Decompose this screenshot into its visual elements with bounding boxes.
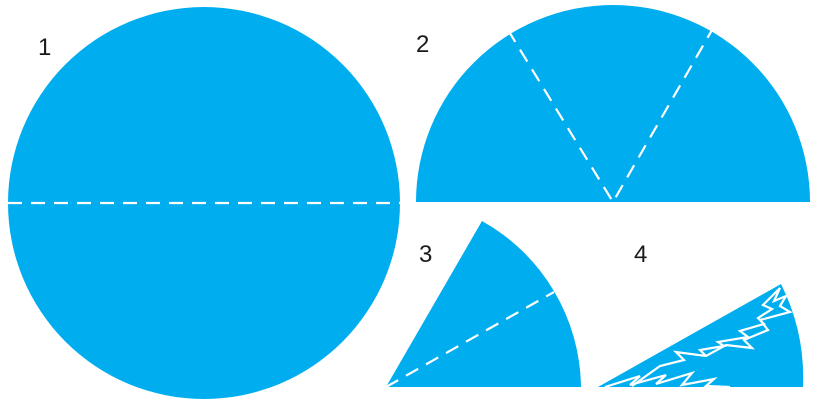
step-2-semicircle	[416, 5, 810, 202]
step-4-group: 4	[598, 241, 803, 387]
step-3-group: 3	[386, 221, 581, 387]
step-2-group: 2	[416, 5, 810, 202]
step-1-label: 1	[38, 34, 51, 61]
step-1-group: 1	[8, 7, 400, 399]
step-2-label: 2	[416, 31, 429, 58]
step-4-label: 4	[634, 241, 647, 268]
step-3-label: 3	[419, 241, 432, 268]
step-4-sector	[598, 284, 803, 387]
step-3-sector	[386, 221, 581, 387]
